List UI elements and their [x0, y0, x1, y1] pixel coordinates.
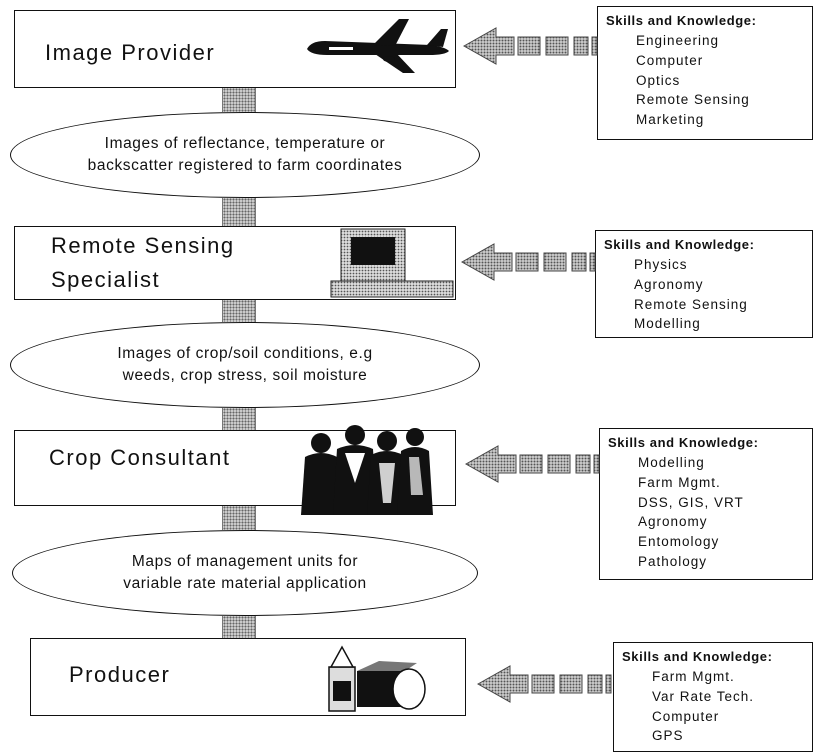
- skill-item: Physics: [634, 257, 688, 272]
- skills-arrow-1: [463, 27, 598, 65]
- skills-panel-remote-sensing-specialist: Skills and Knowledge: Physics Agronomy R…: [595, 230, 813, 338]
- skill-item: Farm Mgmt.: [638, 474, 721, 490]
- skill-item: Modelling: [634, 316, 701, 332]
- skill-item: Computer: [652, 708, 720, 724]
- flow-connector: [222, 88, 256, 112]
- output-line: weeds, crop stress, soil moisture: [122, 367, 368, 384]
- skill-item: Remote Sensing: [634, 296, 748, 312]
- output-ellipse-3: Maps of management units for variable ra…: [12, 530, 478, 616]
- output-ellipse-2: Images of crop/soil conditions, e.g weed…: [10, 322, 480, 408]
- output-ellipse-1: Images of reflectance, temperature or ba…: [10, 112, 480, 198]
- flow-connector: [222, 506, 256, 530]
- skill-item: Modelling: [638, 455, 705, 470]
- output-line: Images of crop/soil conditions, e.g: [117, 345, 373, 362]
- skills-list: Modelling Farm Mgmt. DSS, GIS, VRT Agron…: [608, 453, 812, 572]
- flow-connector: [222, 616, 256, 638]
- output-line: Images of reflectance, temperature or: [104, 135, 386, 152]
- stage-box-producer: Producer: [30, 638, 466, 716]
- stage-label: Crop Consultant: [49, 445, 231, 470]
- stage-label: Specialist: [51, 267, 161, 292]
- stage-box-crop-consultant: Crop Consultant: [14, 425, 456, 515]
- stage-label: Image Provider: [45, 40, 216, 65]
- skills-list: Physics Agronomy Remote Sensing Modellin…: [604, 255, 812, 334]
- skills-arrow-4: [477, 665, 612, 703]
- output-line: Maps of management units for: [131, 553, 359, 570]
- stage-label: Remote Sensing: [51, 233, 235, 258]
- skills-title: Skills and Knowledge:: [608, 435, 759, 450]
- skills-panel-producer: Skills and Knowledge: Farm Mgmt. Var Rat…: [613, 642, 813, 752]
- skill-item: Computer: [636, 52, 704, 68]
- skill-item: Engineering: [636, 33, 720, 48]
- skill-item: Agronomy: [638, 514, 708, 530]
- skills-title: Skills and Knowledge:: [606, 13, 757, 28]
- flow-connector: [222, 408, 256, 430]
- skill-item: Marketing: [636, 112, 705, 128]
- flow-connector: [222, 198, 256, 226]
- skill-item: Var Rate Tech.: [652, 688, 755, 704]
- skill-item: Remote Sensing: [636, 92, 750, 108]
- skills-list: Engineering Computer Optics Remote Sensi…: [606, 31, 812, 130]
- farm-products-icon: [328, 645, 426, 712]
- skill-item: Pathology: [638, 553, 708, 569]
- stage-box-remote-sensing-specialist: Remote Sensing Specialist: [14, 226, 456, 300]
- flow-connector: [222, 300, 256, 322]
- stage-box-image-provider: Image Provider: [14, 10, 456, 88]
- skills-arrow-3: [465, 445, 600, 483]
- skill-item: GPS: [652, 728, 684, 744]
- skills-panel-crop-consultant: Skills and Knowledge: Modelling Farm Mgm…: [599, 428, 813, 580]
- skills-title: Skills and Knowledge:: [604, 237, 755, 252]
- skills-list: Farm Mgmt. Var Rate Tech. Computer GPS: [622, 667, 812, 746]
- skill-item: Farm Mgmt.: [652, 669, 735, 684]
- skills-arrow-2: [461, 243, 596, 281]
- airplane-icon: [307, 19, 449, 73]
- stage-label: Producer: [69, 662, 171, 687]
- people-group-icon: [301, 425, 433, 515]
- skill-item: DSS, GIS, VRT: [638, 494, 744, 510]
- output-line: backscatter registered to farm coordinat…: [87, 157, 403, 174]
- skill-item: Entomology: [638, 534, 720, 550]
- computer-icon: [330, 228, 454, 298]
- output-line: variable rate material application: [123, 575, 367, 592]
- skills-panel-image-provider: Skills and Knowledge: Engineering Comput…: [597, 6, 813, 140]
- skill-item: Agronomy: [634, 276, 704, 292]
- skill-item: Optics: [636, 72, 681, 88]
- skills-title: Skills and Knowledge:: [622, 649, 773, 664]
